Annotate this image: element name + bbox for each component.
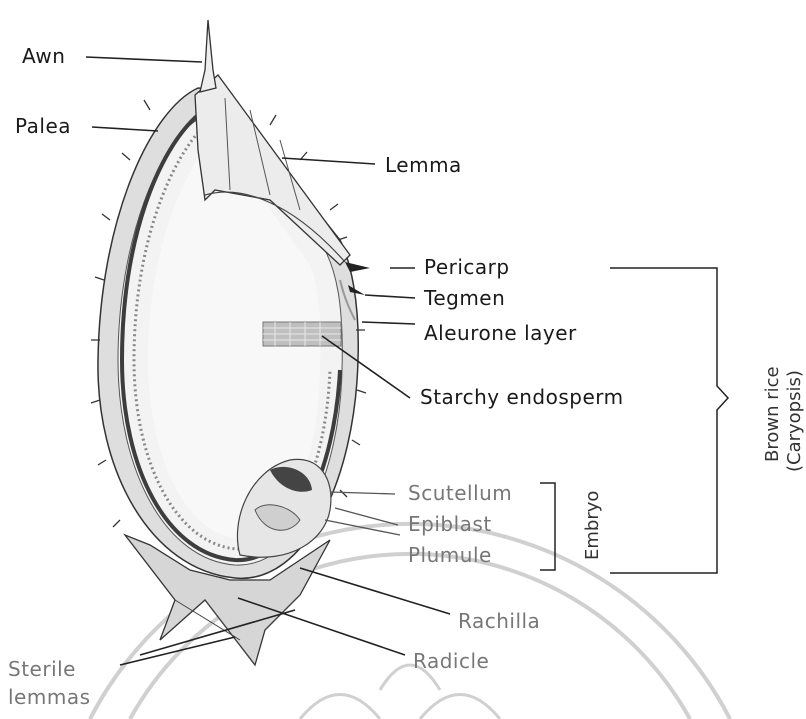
label-radicle: Radicle — [413, 649, 489, 673]
label-sterile-lemmas-2: lemmas — [8, 685, 91, 709]
label-brown-rice-2: (Caryopsis) — [784, 370, 805, 472]
palea-leader — [92, 127, 158, 131]
aleurone-leader — [362, 322, 415, 324]
label-scutellum: Scutellum — [408, 481, 512, 505]
tegmen-leader — [365, 295, 415, 298]
embryo-bracket — [540, 483, 555, 570]
label-starchy-endosperm: Starchy endosperm — [420, 385, 624, 409]
label-tegmen: Tegmen — [423, 286, 505, 310]
brackets — [540, 268, 728, 573]
label-epiblast: Epiblast — [408, 512, 492, 536]
awn-leader — [86, 57, 202, 62]
label-rachilla: Rachilla — [458, 609, 540, 633]
lemma-leader — [282, 158, 375, 164]
label-plumule: Plumule — [408, 543, 492, 567]
label-aleurone-layer: Aleurone layer — [424, 321, 577, 345]
label-pericarp: Pericarp — [424, 255, 510, 279]
label-palea: Palea — [15, 114, 71, 138]
awn-shape — [200, 20, 216, 92]
label-sterile-lemmas-1: Sterile — [8, 657, 76, 681]
label-brown-rice-1: Brown rice — [762, 366, 783, 462]
label-awn: Awn — [22, 44, 65, 68]
brown-rice-bracket — [610, 268, 728, 573]
epiblast-leader — [335, 508, 398, 525]
starchy-endosperm-block — [263, 322, 341, 346]
label-lemma: Lemma — [385, 153, 462, 177]
label-embryo: Embryo — [582, 491, 603, 560]
rachilla-leader — [300, 568, 450, 614]
scutellum-leader — [330, 492, 395, 494]
